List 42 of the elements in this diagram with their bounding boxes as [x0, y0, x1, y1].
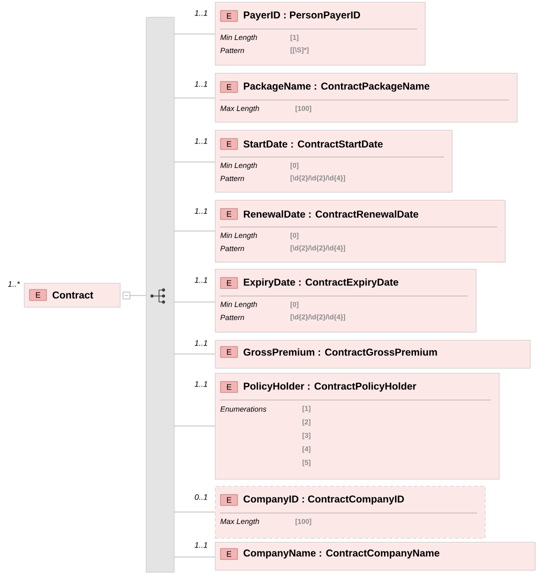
element-box — [194, 130, 452, 192]
cardinality-label: 1..1 — [194, 138, 208, 144]
element-title: ExpiryDate : ContractExpiryDate — [244, 278, 398, 288]
connector-line — [174, 556, 216, 558]
element-box — [194, 486, 486, 538]
cardinality-label: 1..1 — [194, 81, 208, 87]
element-box — [194, 73, 518, 122]
element-title: CompanyName : ContractCompanyName — [244, 549, 440, 559]
element-box — [194, 200, 506, 262]
element-badge: E — [220, 381, 238, 393]
element-title: RenewalDate : ContractRenewalDate — [244, 210, 418, 218]
element-box — [194, 340, 530, 368]
element-title: Contract — [52, 291, 94, 299]
connector-line — [174, 230, 216, 232]
cardinality-label: 1..1 — [194, 208, 208, 214]
cardinality-label: 1..* — [8, 281, 20, 287]
cardinality-label: 1..1 — [194, 542, 208, 548]
element-title: PolicyHolder : ContractPolicyHolder — [244, 382, 416, 392]
element-box — [194, 2, 426, 66]
element-badge: E — [220, 346, 238, 358]
element-box — [194, 269, 476, 332]
element-badge: E — [220, 138, 238, 150]
cardinality-label: 1..1 — [194, 381, 208, 387]
cardinality-label: 1..1 — [194, 340, 208, 346]
cardinality-label: 0..1 — [194, 494, 208, 500]
element-title: PackageName : ContractPackageName — [244, 82, 430, 92]
element-badge: E — [29, 289, 47, 301]
element-title: CompanyID : ContractCompanyID — [244, 495, 404, 505]
element-badge: E — [220, 494, 238, 506]
element-badge: E — [220, 81, 238, 93]
element-badge: E — [220, 277, 238, 289]
element-badge: E — [220, 548, 238, 560]
element-title: GrossPremium : ContractGrossPremium — [244, 348, 437, 356]
element-title: StartDate : ContractStartDate — [243, 140, 383, 148]
element-badge: E — [220, 208, 238, 220]
cardinality-label: 1..1 — [194, 277, 208, 283]
connector-line — [130, 295, 146, 296]
cardinality-label: 1..1 — [194, 10, 208, 16]
element-badge: E — [220, 10, 238, 22]
element-title: PayerID : PersonPayerID — [244, 12, 360, 20]
element-box — [194, 542, 536, 570]
element-box — [194, 373, 500, 480]
